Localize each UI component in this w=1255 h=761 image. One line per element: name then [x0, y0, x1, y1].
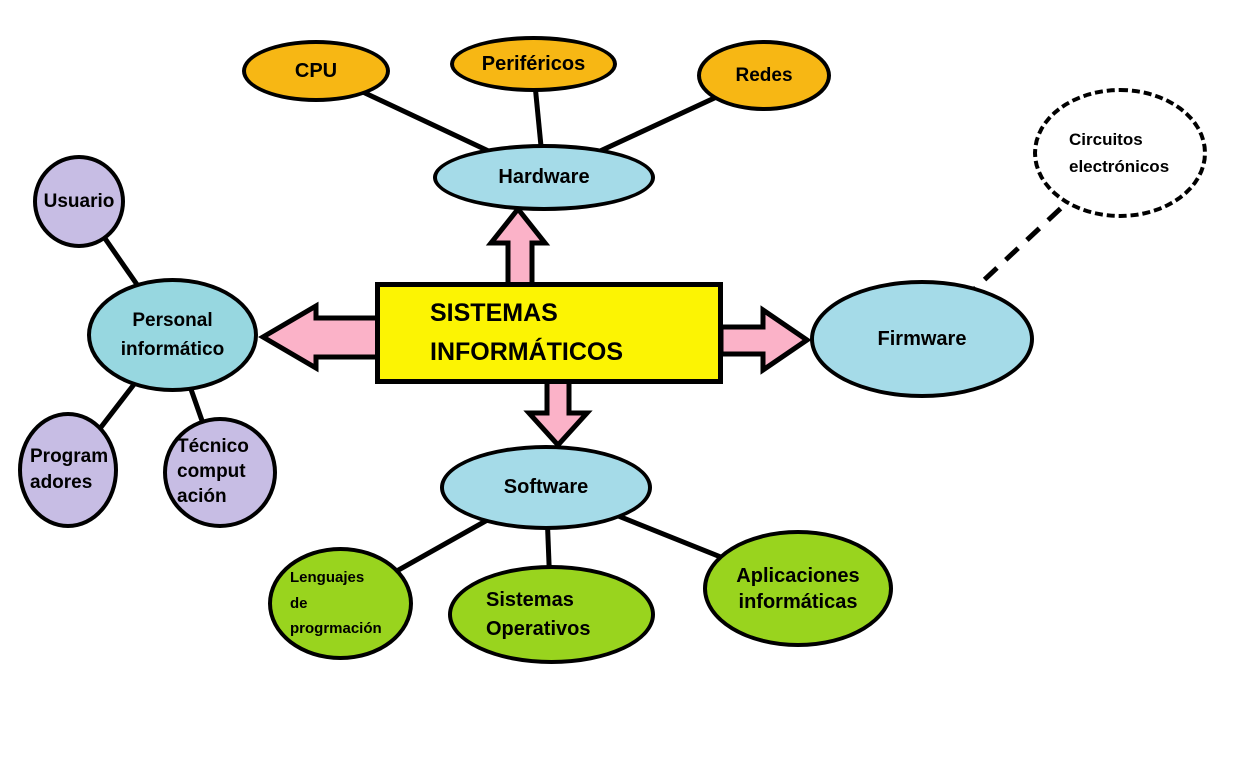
node-software-label: Software — [503, 476, 589, 498]
node-personal-informatico: Personal informático — [87, 278, 258, 392]
node-circuitos-electronicos: Circuitos electrónicos — [1033, 88, 1207, 218]
node-personal-informatico-label: Personal informático — [120, 309, 225, 360]
arrow-left-to-personal — [258, 301, 382, 373]
node-sistemas-operativos-label: Sistemas Operativos — [486, 588, 591, 640]
node-tecnico-computacion-label: Técnico comput ación — [177, 436, 249, 507]
node-firmware: Firmware — [810, 280, 1034, 398]
node-programadores-label: Program adores — [30, 446, 109, 493]
node-lenguajes-programacion-label: Lenguajes de progrmación — [290, 569, 382, 638]
node-perifericos: Periféricos — [450, 36, 617, 92]
node-redes: Redes — [697, 40, 831, 111]
node-sistemas-operativos: Sistemas Operativos — [448, 565, 655, 664]
node-circuitos-electronicos-label: Circuitos electrónicos — [1069, 129, 1170, 176]
center-topic-box: SISTEMAS INFORMÁTICOS — [375, 282, 723, 384]
node-perifericos-label: Periféricos — [481, 52, 586, 75]
node-usuario: Usuario — [33, 155, 125, 248]
arrow-up-to-hardware — [485, 204, 551, 290]
node-lenguajes-programacion: Lenguajes de progrmación — [268, 547, 413, 660]
node-programadores: Program adores — [18, 412, 118, 528]
node-redes-label: Redes — [735, 64, 793, 86]
node-software: Software — [440, 445, 652, 530]
node-hardware: Hardware — [433, 144, 655, 211]
node-aplicaciones-informaticas: Aplicaciones informáticas — [703, 530, 893, 647]
node-firmware-label: Firmware — [877, 327, 967, 350]
node-tecnico-computacion: Técnico comput ación — [163, 417, 277, 528]
node-aplicaciones-informaticas-label: Aplicaciones informáticas — [736, 564, 860, 613]
node-hardware-label: Hardware — [498, 166, 590, 188]
node-cpu-label: CPU — [294, 59, 338, 82]
arrow-right-to-firmware — [718, 305, 812, 375]
arrow-down-to-software — [523, 377, 593, 449]
node-usuario-label: Usuario — [43, 190, 115, 212]
node-cpu: CPU — [242, 40, 390, 102]
center-topic-label: SISTEMAS INFORMÁTICOS — [430, 299, 624, 366]
